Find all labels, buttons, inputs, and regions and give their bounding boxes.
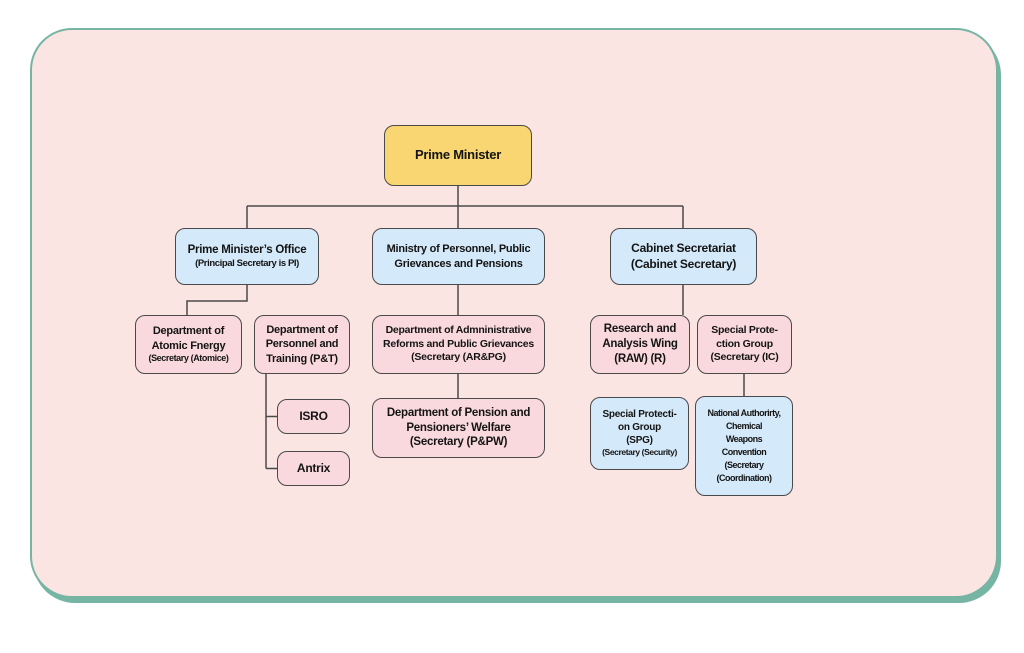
node-spg-ic: Special Prote- ction Group (Secretary (I… <box>697 315 792 374</box>
node-dept-pension-label: Department of Pension and Pensioners’ We… <box>386 406 531 449</box>
node-spg-security: Special Protecti- on Group (SPG) (Secret… <box>590 397 689 470</box>
node-raw: Research and Analysis Wing (RAW) (R) <box>590 315 690 374</box>
node-raw-label: Research and Analysis Wing (RAW) (R) <box>602 323 678 365</box>
node-prime-ministers-office-label: Prime Minister’s Office <box>187 243 307 256</box>
node-dept-personnel-training: Department of Personnel and Training (P&… <box>254 315 350 374</box>
node-dept-admin-reforms-label: Department of Admninistrative Reforms an… <box>383 324 534 364</box>
node-prime-ministers-office: Prime Minister’s Office (Principal Secre… <box>175 228 319 285</box>
node-cabinet-secretariat-label: Cabinet Secretariat (Cabinet Secretary) <box>630 240 737 271</box>
node-prime-minister: Prime Minister <box>384 125 532 186</box>
node-dept-atomic-energy-label: Department of Atomic Fnergy <box>151 325 226 352</box>
node-ministry-personnel: Ministry of Personnel, Public Grievances… <box>372 228 545 285</box>
node-dept-atomic-energy: Department of Atomic Fnergy (Secretary (… <box>135 315 242 374</box>
node-dept-admin-reforms: Department of Admninistrative Reforms an… <box>372 315 545 374</box>
node-spg-security-sublabel: (Secretary (Security) <box>602 447 677 458</box>
node-national-authority-label: National Authorirty, Chemical Weapons Co… <box>707 407 782 484</box>
node-spg-security-label: Special Protecti- on Group (SPG) <box>602 409 677 447</box>
node-antrix-label: Antrix <box>296 460 331 475</box>
node-isro: ISRO <box>277 399 350 434</box>
node-prime-ministers-office-sublabel: (Principal Secretary is PI) <box>195 257 299 269</box>
node-antrix: Antrix <box>277 451 350 486</box>
diagram-card: Prime Minister Prime Minister’s Office (… <box>30 28 998 598</box>
node-dept-pension: Department of Pension and Pensioners’ We… <box>372 398 545 458</box>
node-cabinet-secretariat: Cabinet Secretariat (Cabinet Secretary) <box>610 228 757 285</box>
node-prime-minister-label: Prime Minister <box>414 147 502 163</box>
node-national-authority: National Authorirty, Chemical Weapons Co… <box>695 396 793 496</box>
node-dept-personnel-training-label: Department of Personnel and Training (P&… <box>265 324 339 365</box>
node-ministry-personnel-label: Ministry of Personnel, Public Grievances… <box>386 243 531 270</box>
node-spg-ic-label: Special Prote- ction Group (Secretary (I… <box>710 324 779 364</box>
node-dept-atomic-energy-sublabel: (Secretary (Atomice) <box>148 352 229 363</box>
node-isro-label: ISRO <box>299 408 328 423</box>
